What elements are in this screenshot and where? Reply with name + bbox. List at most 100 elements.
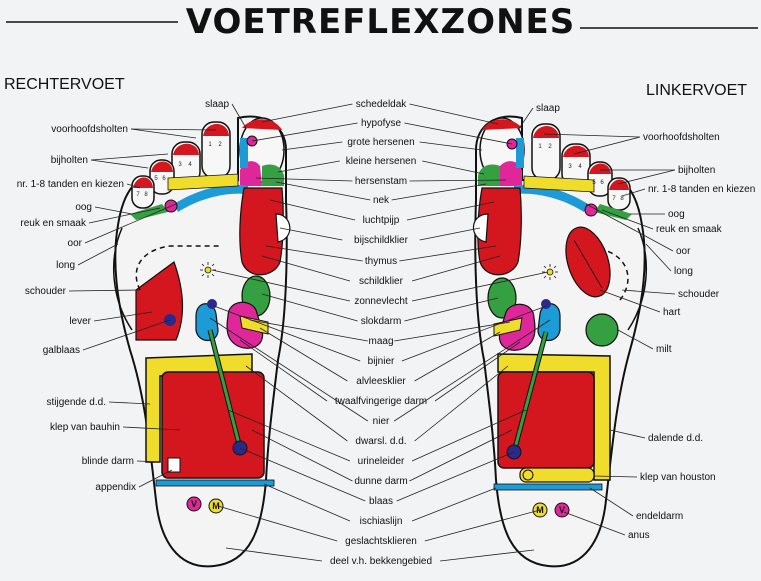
leader-right-foot xyxy=(77,243,119,266)
tooth-number: 7 xyxy=(612,196,616,202)
left-foot-label: reuk en smaak xyxy=(656,224,723,235)
leader-left xyxy=(261,293,358,322)
center-label: slokdarm xyxy=(361,316,402,327)
right-appendix xyxy=(167,457,181,473)
leader-left-foot xyxy=(617,329,654,350)
tooth-number: 4 xyxy=(188,162,192,168)
left-toe-4-top xyxy=(589,163,611,174)
right-v-marker xyxy=(186,496,202,512)
leader-left xyxy=(261,255,351,282)
center-label: nier xyxy=(373,416,390,427)
leader-right xyxy=(411,409,527,462)
left-foot-label: nr. 1-8 tanden en kiezen xyxy=(648,184,755,195)
right-foot-label: schouder xyxy=(25,286,67,297)
right-foot-label: galblaas xyxy=(43,345,80,356)
leader-left xyxy=(239,447,366,502)
leader-left-foot xyxy=(573,136,641,155)
center-label: schildklier xyxy=(359,276,404,287)
right-big-toe-top xyxy=(242,119,282,130)
left-toe-3-top xyxy=(563,145,589,157)
right-schouder-dash xyxy=(135,245,220,291)
left-long-outline xyxy=(627,227,647,331)
tooth-number: 6 xyxy=(600,180,604,186)
left-ischiaslijn xyxy=(493,483,603,491)
right-foot-label: lever xyxy=(69,316,91,327)
leader-right-foot xyxy=(126,183,141,189)
leader-right xyxy=(409,429,513,482)
right-bijschildklier xyxy=(275,213,291,243)
left-foot-label: slaap xyxy=(536,103,560,114)
left-nier-zone xyxy=(537,303,561,342)
leader-left-foot xyxy=(543,133,641,138)
leader-right-foot xyxy=(130,128,217,131)
leader-left xyxy=(251,429,353,482)
tooth-number: 3 xyxy=(178,162,182,168)
leader-left-foot xyxy=(601,209,654,230)
right-alvleesklier-zone xyxy=(239,315,269,335)
left-sun-rays xyxy=(542,264,558,280)
right-toe-3-top xyxy=(173,143,199,155)
leader-right-foot xyxy=(84,203,177,244)
left-foot-label: anus xyxy=(628,530,650,541)
leader-left-foot xyxy=(593,475,638,478)
center-label: kleine hersenen xyxy=(346,156,417,167)
leader-right xyxy=(411,487,497,522)
right-nier-zone xyxy=(195,303,219,342)
right-toe-5-top xyxy=(133,177,153,188)
right-foot-label: oor xyxy=(68,238,83,249)
center-label: zonnevlecht xyxy=(354,296,408,307)
tooth-number: 1 xyxy=(538,144,542,150)
left-foot-label: hart xyxy=(663,307,680,318)
tooth-number: 6 xyxy=(162,176,166,182)
center-label: nek xyxy=(373,195,390,206)
center-label: bijschildklier xyxy=(354,235,409,246)
left-klep-van-houston xyxy=(522,469,534,481)
leader-right xyxy=(414,365,509,442)
right-foot-label: blinde darm xyxy=(82,456,134,467)
left-foot-label: oog xyxy=(668,209,685,220)
left-oog-point xyxy=(584,203,598,217)
leader-right-foot xyxy=(138,469,173,488)
leader-right xyxy=(391,183,487,201)
leader-right xyxy=(411,271,549,302)
center-label: grote hersenen xyxy=(347,137,414,148)
leader-left-foot xyxy=(609,429,646,439)
right-foot: V M xyxy=(113,115,291,568)
left-schouder-dash xyxy=(603,249,629,301)
center-label: ischiaslijn xyxy=(360,516,403,527)
right-nek-zone xyxy=(262,164,284,186)
leader-right-foot xyxy=(136,460,161,463)
leader-left-foot xyxy=(517,107,534,131)
center-label: maag xyxy=(368,336,393,347)
leader-left xyxy=(269,199,356,221)
leader-left xyxy=(261,103,353,123)
right-foot-label: bijholten xyxy=(51,155,88,166)
left-urineleider xyxy=(512,331,548,453)
right-long-outline xyxy=(113,227,133,331)
leader-left xyxy=(249,319,368,342)
left-dalende-dd xyxy=(497,353,611,481)
left-ear-band xyxy=(514,184,588,212)
left-eye-zone xyxy=(594,204,632,220)
leader-left-foot xyxy=(617,169,676,185)
center-label: dwarsl. d.d. xyxy=(355,436,406,447)
leader-left xyxy=(277,160,340,173)
right-foot-label: oog xyxy=(75,202,92,213)
leader-right xyxy=(404,297,499,322)
leader-left xyxy=(239,339,328,402)
right-foot-label: appendix xyxy=(95,482,136,493)
left-teeth-band xyxy=(523,175,595,193)
leader-right-foot xyxy=(90,159,149,169)
right-m-text: M xyxy=(212,501,220,511)
left-foot-label: bijholten xyxy=(678,165,715,176)
leader-left xyxy=(211,269,351,302)
leader-left xyxy=(245,365,348,442)
right-foot-title: RECHTERVOET xyxy=(4,76,125,93)
leader-left xyxy=(275,181,371,201)
center-label: hypofyse xyxy=(361,118,401,129)
leader-left xyxy=(255,177,353,182)
